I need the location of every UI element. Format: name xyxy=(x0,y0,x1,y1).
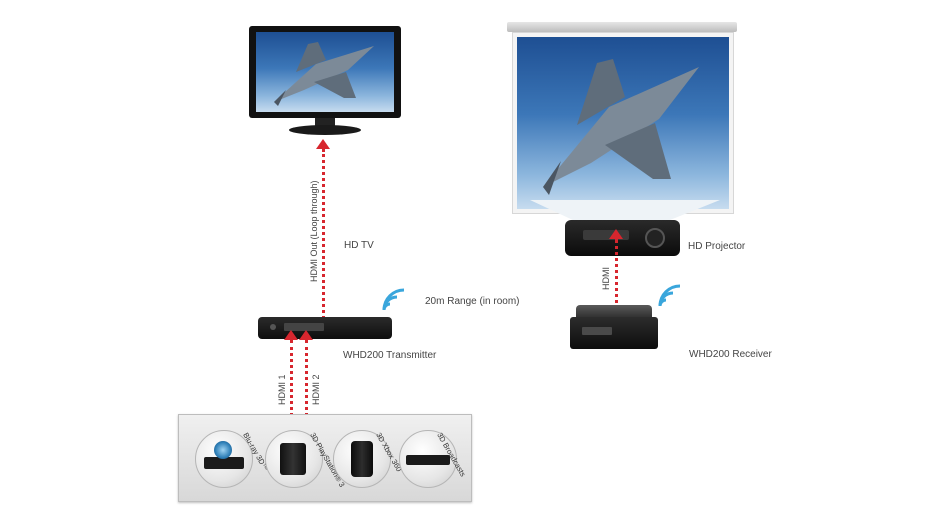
receiver-label: WHD200 Receiver xyxy=(689,349,772,360)
hd-tv-label: HD TV xyxy=(344,240,374,251)
wifi-icon xyxy=(382,288,405,311)
projector-hdmi-line xyxy=(615,239,618,329)
receiver-device xyxy=(570,305,658,351)
transmitter-device xyxy=(258,317,392,339)
screen-canvas xyxy=(512,32,734,214)
power-port-icon xyxy=(270,324,276,330)
projector-hdmi-label: HDMI xyxy=(601,267,611,290)
set-top-box-icon xyxy=(399,430,457,488)
range-label: 20m Range (in room) xyxy=(425,296,520,307)
jet-icon xyxy=(274,42,374,106)
projector-lens xyxy=(645,228,665,248)
tv-stand-neck xyxy=(315,118,335,126)
hdmi-out-label: HDMI Out (Loop through) xyxy=(309,180,319,282)
hdmi1-arrow-head xyxy=(284,330,298,340)
projector-ports xyxy=(583,230,629,240)
source-devices-panel: Blu-ray 3D™ 3D PlayStation® 3 3D Xbox 36… xyxy=(178,414,472,502)
tv-screen-image xyxy=(256,32,394,112)
projector-device xyxy=(565,220,680,256)
hdmi2-arrow-head xyxy=(299,330,313,340)
jet-icon xyxy=(543,59,699,195)
wifi-icon xyxy=(658,284,681,307)
tv-screen-frame xyxy=(249,26,401,118)
hd-projector-label: HD Projector xyxy=(688,241,746,252)
hdmi-out-arrow-head xyxy=(316,139,330,149)
bluray-player-icon xyxy=(195,430,253,488)
screen-housing xyxy=(507,22,737,32)
hdmi2-label: HDMI 2 xyxy=(311,374,321,405)
transmitter-label: WHD200 Transmitter xyxy=(343,350,437,361)
receiver-ports xyxy=(582,327,612,335)
projector-arrow-head xyxy=(609,229,623,239)
transmitter-ports xyxy=(284,323,324,331)
projected-image xyxy=(517,37,729,209)
hdmi1-label: HDMI 1 xyxy=(277,374,287,405)
playstation-icon xyxy=(265,430,323,488)
hdmi1-line xyxy=(290,340,293,416)
hd-tv xyxy=(249,26,401,138)
hdmi-out-line xyxy=(322,149,325,319)
hdmi2-line xyxy=(305,340,308,416)
xbox-icon xyxy=(333,430,391,488)
tv-stand-base xyxy=(289,125,361,135)
projection-screen xyxy=(507,22,737,214)
